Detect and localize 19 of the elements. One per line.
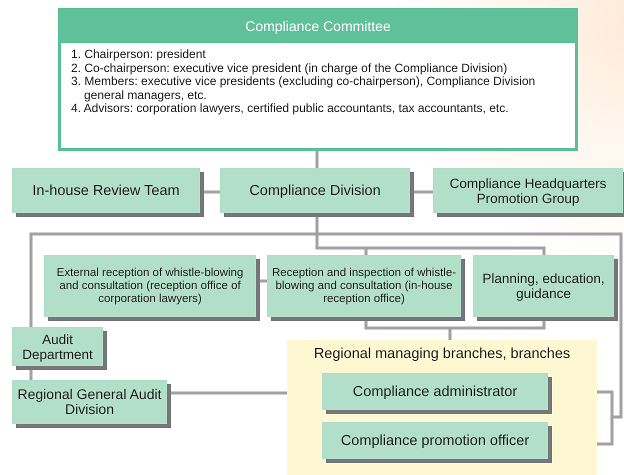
connector-line — [316, 151, 318, 168]
org-unit-box: Compliance Division — [220, 168, 410, 213]
member-list-item: 2. Co-chairperson: executive vice president (in charge of the Compliance Division) — [71, 62, 508, 75]
committee-box — [58, 8, 578, 151]
member-list-item: 4. Advisors: corporation lawyers, certified public accountants, tax accountants, etc. — [71, 102, 510, 116]
org-unit-box: Reception and inspection of whistle-blowing and consultation (in-house reception office) — [267, 255, 461, 317]
area-heading: Regional managing branches, branches — [312, 346, 572, 362]
org-unit-box: In-house Review Team — [12, 168, 200, 213]
org-unit-box: Regional General Audit Division — [12, 380, 167, 424]
branch-area — [287, 340, 597, 475]
committee-heading: Compliance Committee — [61, 11, 575, 43]
org-unit-box: Compliance promotion officer — [322, 422, 548, 459]
org-unit-box: Planning, education, guidance — [473, 255, 614, 317]
org-unit-box: Compliance Headquarters Promotion Group — [433, 168, 623, 213]
org-unit-box: External reception of whistle-blowing and consultation (reception office of corporation lawyers) — [44, 255, 256, 317]
org-unit-box: Audit Department — [12, 327, 103, 366]
member-list-item: 1. Chairperson: president — [71, 48, 207, 62]
member-list-item: 3. Members: executive vice presidents (excluding co-chairperson), Compliance Division general managers, etc. — [71, 75, 536, 102]
org-unit-box: Compliance administrator — [322, 373, 548, 410]
